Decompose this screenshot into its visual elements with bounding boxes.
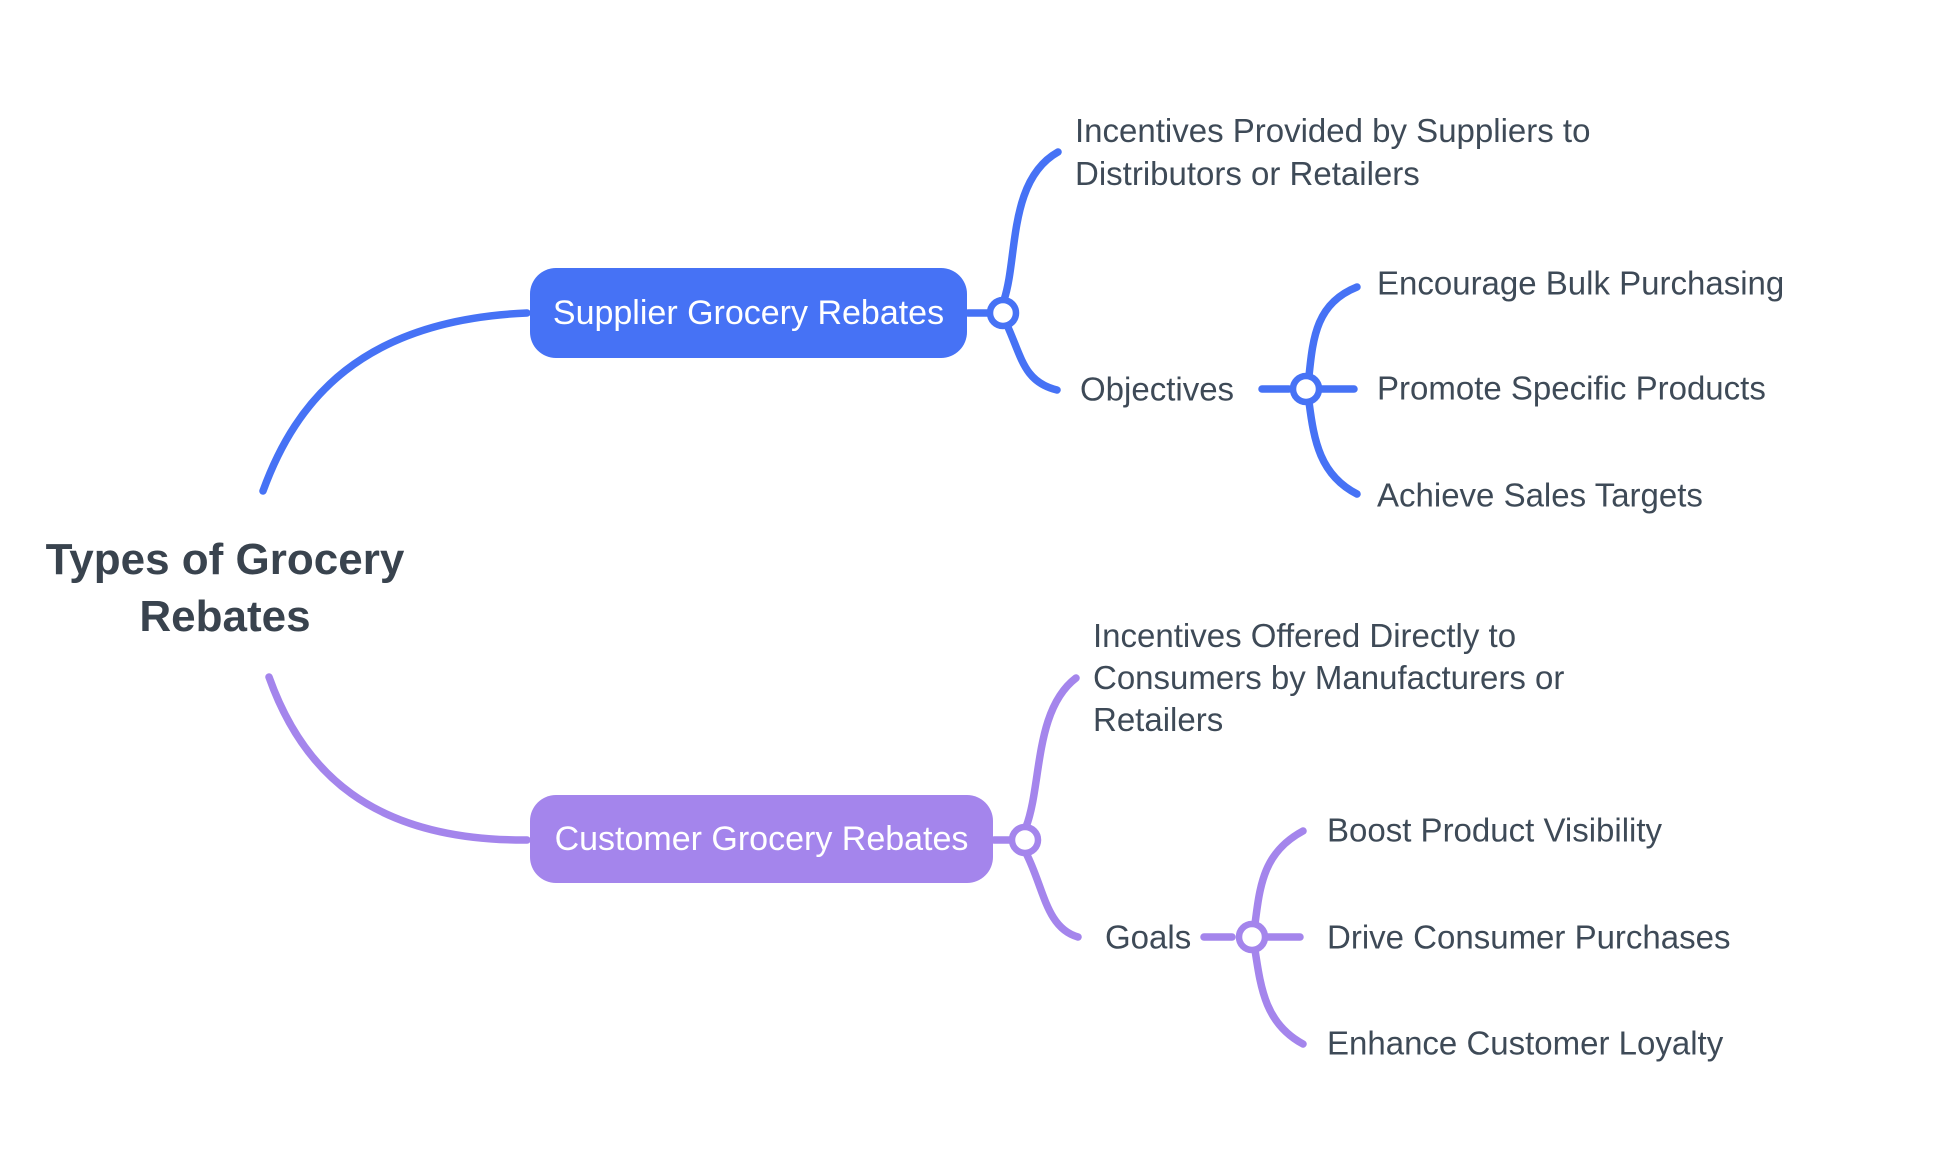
- edge-objectives-to-item-2: [1305, 398, 1361, 498]
- node-supplier-grocery-rebates[interactable]: Supplier Grocery Rebates: [530, 268, 967, 358]
- edge-root-to-customer: [265, 673, 531, 844]
- edge-root-to-supplier: [259, 309, 531, 495]
- label-supplier-description[interactable]: Incentives Provided by Suppliers to Dist…: [1075, 112, 1591, 192]
- edge-objectives-to-item-0: [1305, 283, 1361, 380]
- node-goal-drive-consumer-purchases[interactable]: Drive Consumer Purchases: [1327, 918, 1731, 956]
- goals-collapse-toggle[interactable]: [1235, 920, 1269, 954]
- edge-customer-to-description: [1022, 674, 1080, 831]
- node-goal-enhance-customer-loyalty[interactable]: Enhance Customer Loyalty: [1327, 1024, 1724, 1062]
- node-goals[interactable]: Goals: [1105, 918, 1192, 956]
- node-objectives[interactable]: Objectives: [1080, 370, 1235, 408]
- node-objective-encourage-bulk-purchasing[interactable]: Encourage Bulk Purchasing: [1377, 264, 1785, 302]
- edge-supplier-to-description: [1000, 148, 1062, 304]
- supplier-collapse-toggle[interactable]: [986, 296, 1020, 330]
- label-customer-description[interactable]: Incentives Offered Directly to Consumers…: [1093, 617, 1565, 738]
- edge-supplier-to-objectives: [1003, 321, 1061, 394]
- root-node[interactable]: Types of Grocery Rebates: [45, 535, 405, 641]
- node-objective-achieve-sales-targets[interactable]: Achieve Sales Targets: [1377, 476, 1703, 514]
- node-customer-grocery-rebates[interactable]: Customer Grocery Rebates: [530, 795, 993, 883]
- node-goal-boost-product-visibility[interactable]: Boost Product Visibility: [1327, 811, 1663, 849]
- objectives-collapse-toggle[interactable]: [1289, 372, 1323, 406]
- customer-collapse-toggle[interactable]: [1008, 823, 1042, 857]
- edge-customer-to-goals: [1022, 849, 1082, 941]
- node-supplier-label: Supplier Grocery Rebates: [552, 293, 945, 332]
- edge-goals-to-item-2: [1251, 946, 1307, 1048]
- edge-goals-to-item-0: [1251, 827, 1307, 928]
- node-objective-promote-specific-products[interactable]: Promote Specific Products: [1377, 369, 1766, 407]
- node-customer-label: Customer Grocery Rebates: [554, 819, 969, 858]
